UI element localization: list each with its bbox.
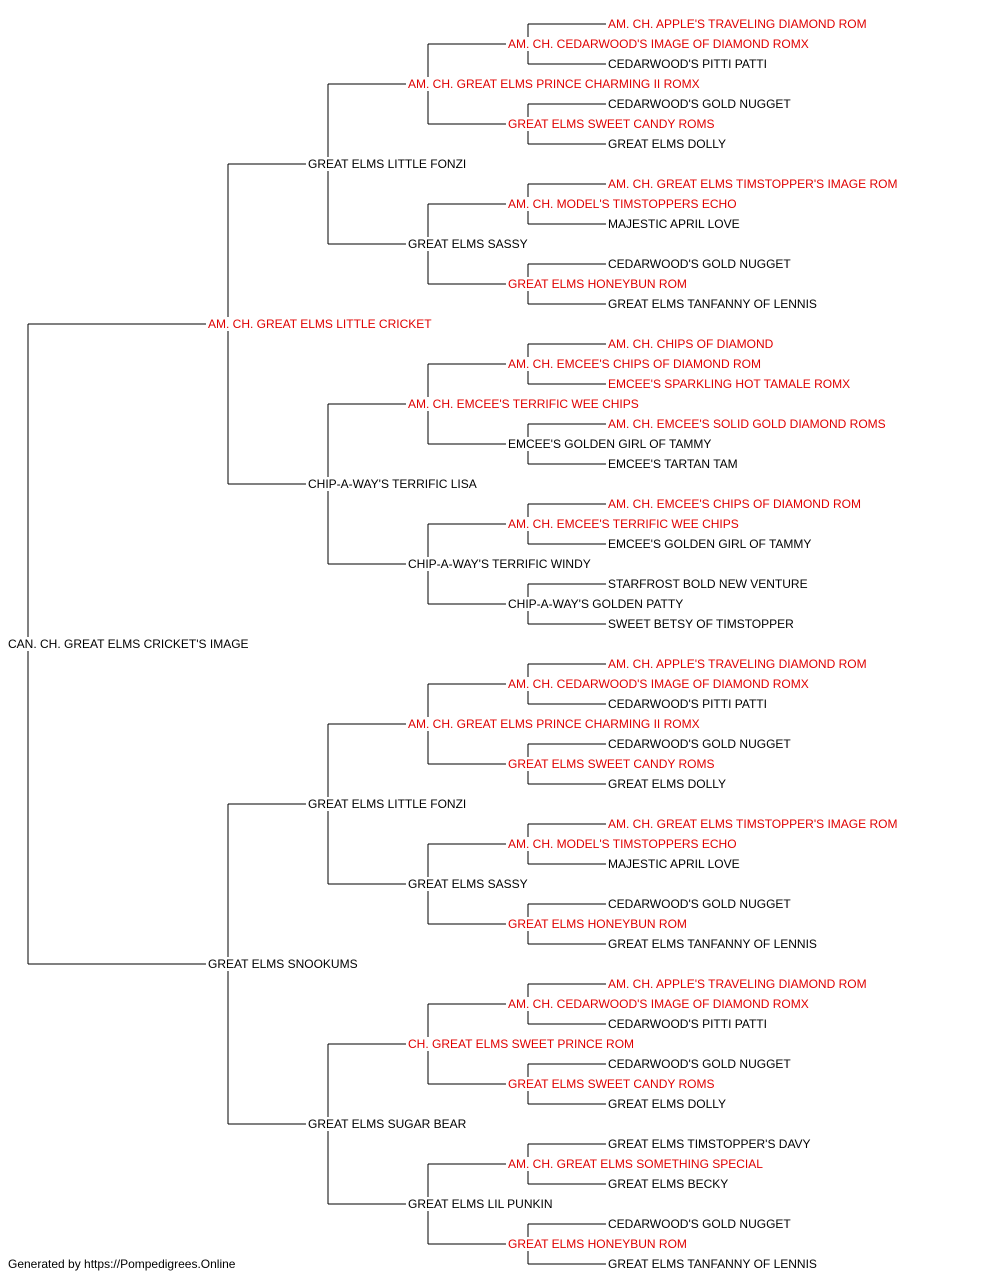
ancestor-gen5-sire-dam-sire-dam: MAJESTIC APRIL LOVE — [607, 857, 741, 871]
ancestor-gen3-sire-sire: AM. CH. GREAT ELMS PRINCE CHARMING II RO… — [407, 717, 701, 731]
ancestor-gen4-sire-dam-sire: AM. CH. MODEL'S TIMSTOPPERS ECHO — [507, 197, 738, 211]
ancestor-gen5-sire-dam-dam-sire: CEDARWOOD'S GOLD NUGGET — [607, 257, 792, 271]
ancestor-gen5-sire-sire-sire-sire: AM. CH. APPLE'S TRAVELING DIAMOND ROM — [607, 657, 868, 671]
ancestor-gen5-sire-sire-dam-dam: GREAT ELMS DOLLY — [607, 777, 728, 791]
ancestor-gen4-dam-dam-dam: CHIP-A-WAY'S GOLDEN PATTY — [507, 597, 685, 611]
ancestor-gen5-dam-sire-sire-sire: AM. CH. CHIPS OF DIAMOND — [607, 337, 775, 351]
ancestor-gen4-sire-sire-dam: GREAT ELMS SWEET CANDY ROMS — [507, 117, 716, 131]
ancestor-gen5-dam-dam-sire-sire: AM. CH. EMCEE'S CHIPS OF DIAMOND ROM — [607, 497, 862, 511]
ancestor-gen4-sire-sire-sire: AM. CH. CEDARWOOD'S IMAGE OF DIAMOND ROM… — [507, 37, 810, 51]
ancestor-gen4-dam-dam-sire: AM. CH. GREAT ELMS SOMETHING SPECIAL — [507, 1157, 764, 1171]
ancestor-gen2-dam: GREAT ELMS SUGAR BEAR — [307, 1117, 468, 1131]
ancestor-gen3-dam-dam: CHIP-A-WAY'S TERRIFIC WINDY — [407, 557, 592, 571]
ancestor-gen2-sire: GREAT ELMS LITTLE FONZI — [307, 157, 468, 171]
ancestor-gen2-sire: GREAT ELMS LITTLE FONZI — [307, 797, 468, 811]
ancestor-gen5-sire-dam-sire-dam: MAJESTIC APRIL LOVE — [607, 217, 741, 231]
ancestor-gen4-sire-dam-dam: GREAT ELMS HONEYBUN ROM — [507, 917, 688, 931]
subject-dog: CAN. CH. GREAT ELMS CRICKET'S IMAGE — [7, 637, 250, 651]
ancestor-gen4-dam-dam-dam: GREAT ELMS HONEYBUN ROM — [507, 1237, 688, 1251]
ancestor-gen3-dam-sire: AM. CH. EMCEE'S TERRIFIC WEE CHIPS — [407, 397, 640, 411]
ancestor-gen5-sire-dam-sire-sire: AM. CH. GREAT ELMS TIMSTOPPER'S IMAGE RO… — [607, 177, 899, 191]
ancestor-gen5-dam-sire-dam-dam: GREAT ELMS DOLLY — [607, 1097, 728, 1111]
ancestor-gen5-dam-dam-dam-sire: STARFROST BOLD NEW VENTURE — [607, 577, 809, 591]
ancestor-gen4-sire-sire-dam: GREAT ELMS SWEET CANDY ROMS — [507, 757, 716, 771]
ancestor-gen4-dam-sire-dam: GREAT ELMS SWEET CANDY ROMS — [507, 1077, 716, 1091]
ancestor-gen5-dam-dam-sire-sire: GREAT ELMS TIMSTOPPER'S DAVY — [607, 1137, 812, 1151]
ancestor-gen3-sire-sire: AM. CH. GREAT ELMS PRINCE CHARMING II RO… — [407, 77, 701, 91]
ancestor-gen4-dam-dam-sire: AM. CH. EMCEE'S TERRIFIC WEE CHIPS — [507, 517, 740, 531]
ancestor-gen4-dam-sire-dam: EMCEE'S GOLDEN GIRL OF TAMMY — [507, 437, 713, 451]
ancestor-gen4-sire-dam-sire: AM. CH. MODEL'S TIMSTOPPERS ECHO — [507, 837, 738, 851]
ancestor-gen5-dam-sire-sire-dam: CEDARWOOD'S PITTI PATTI — [607, 1017, 768, 1031]
ancestor-gen4-dam-sire-sire: AM. CH. EMCEE'S CHIPS OF DIAMOND ROM — [507, 357, 762, 371]
ancestor-gen5-dam-dam-dam-dam: SWEET BETSY OF TIMSTOPPER — [607, 617, 795, 631]
ancestor-gen5-dam-dam-dam-sire: CEDARWOOD'S GOLD NUGGET — [607, 1217, 792, 1231]
ancestor-gen5-dam-sire-dam-dam: EMCEE'S TARTAN TAM — [607, 457, 739, 471]
ancestor-gen3-sire-dam: GREAT ELMS SASSY — [407, 237, 529, 251]
ancestor-gen3-dam-sire: CH. GREAT ELMS SWEET PRINCE ROM — [407, 1037, 636, 1051]
ancestor-gen5-sire-dam-dam-dam: GREAT ELMS TANFANNY OF LENNIS — [607, 937, 818, 951]
ancestor-gen5-dam-dam-sire-dam: EMCEE'S GOLDEN GIRL OF TAMMY — [607, 537, 813, 551]
ancestor-gen3-dam-dam: GREAT ELMS LIL PUNKIN — [407, 1197, 554, 1211]
ancestor-gen5-sire-dam-dam-dam: GREAT ELMS TANFANNY OF LENNIS — [607, 297, 818, 311]
ancestor-gen5-sire-sire-sire-sire: AM. CH. APPLE'S TRAVELING DIAMOND ROM — [607, 17, 868, 31]
ancestor-gen4-dam-sire-sire: AM. CH. CEDARWOOD'S IMAGE OF DIAMOND ROM… — [507, 997, 810, 1011]
ancestor-gen3-sire-dam: GREAT ELMS SASSY — [407, 877, 529, 891]
ancestor-gen5-sire-dam-sire-sire: AM. CH. GREAT ELMS TIMSTOPPER'S IMAGE RO… — [607, 817, 899, 831]
ancestor-gen5-sire-sire-dam-sire: CEDARWOOD'S GOLD NUGGET — [607, 97, 792, 111]
ancestor-gen1-: GREAT ELMS SNOOKUMS — [207, 957, 359, 971]
ancestor-gen5-sire-sire-sire-dam: CEDARWOOD'S PITTI PATTI — [607, 697, 768, 711]
ancestor-gen2-dam: CHIP-A-WAY'S TERRIFIC LISA — [307, 477, 478, 491]
ancestor-gen5-dam-sire-dam-sire: CEDARWOOD'S GOLD NUGGET — [607, 1057, 792, 1071]
ancestor-gen5-dam-sire-sire-sire: AM. CH. APPLE'S TRAVELING DIAMOND ROM — [607, 977, 868, 991]
ancestor-gen5-sire-sire-sire-dam: CEDARWOOD'S PITTI PATTI — [607, 57, 768, 71]
ancestor-gen1-: AM. CH. GREAT ELMS LITTLE CRICKET — [207, 317, 433, 331]
ancestor-gen5-sire-sire-dam-sire: CEDARWOOD'S GOLD NUGGET — [607, 737, 792, 751]
ancestor-gen5-dam-dam-dam-dam: GREAT ELMS TANFANNY OF LENNIS — [607, 1257, 818, 1271]
ancestor-gen4-sire-dam-dam: GREAT ELMS HONEYBUN ROM — [507, 277, 688, 291]
ancestor-gen5-dam-sire-dam-sire: AM. CH. EMCEE'S SOLID GOLD DIAMOND ROMS — [607, 417, 887, 431]
ancestor-gen5-dam-sire-sire-dam: EMCEE'S SPARKLING HOT TAMALE ROMX — [607, 377, 852, 391]
ancestor-gen5-sire-sire-dam-dam: GREAT ELMS DOLLY — [607, 137, 728, 151]
ancestor-gen4-sire-sire-sire: AM. CH. CEDARWOOD'S IMAGE OF DIAMOND ROM… — [507, 677, 810, 691]
ancestor-gen5-dam-dam-sire-dam: GREAT ELMS BECKY — [607, 1177, 730, 1191]
ancestor-gen5-sire-dam-dam-sire: CEDARWOOD'S GOLD NUGGET — [607, 897, 792, 911]
footer-credit: Generated by https://Pompedigrees.Online — [8, 1257, 236, 1271]
